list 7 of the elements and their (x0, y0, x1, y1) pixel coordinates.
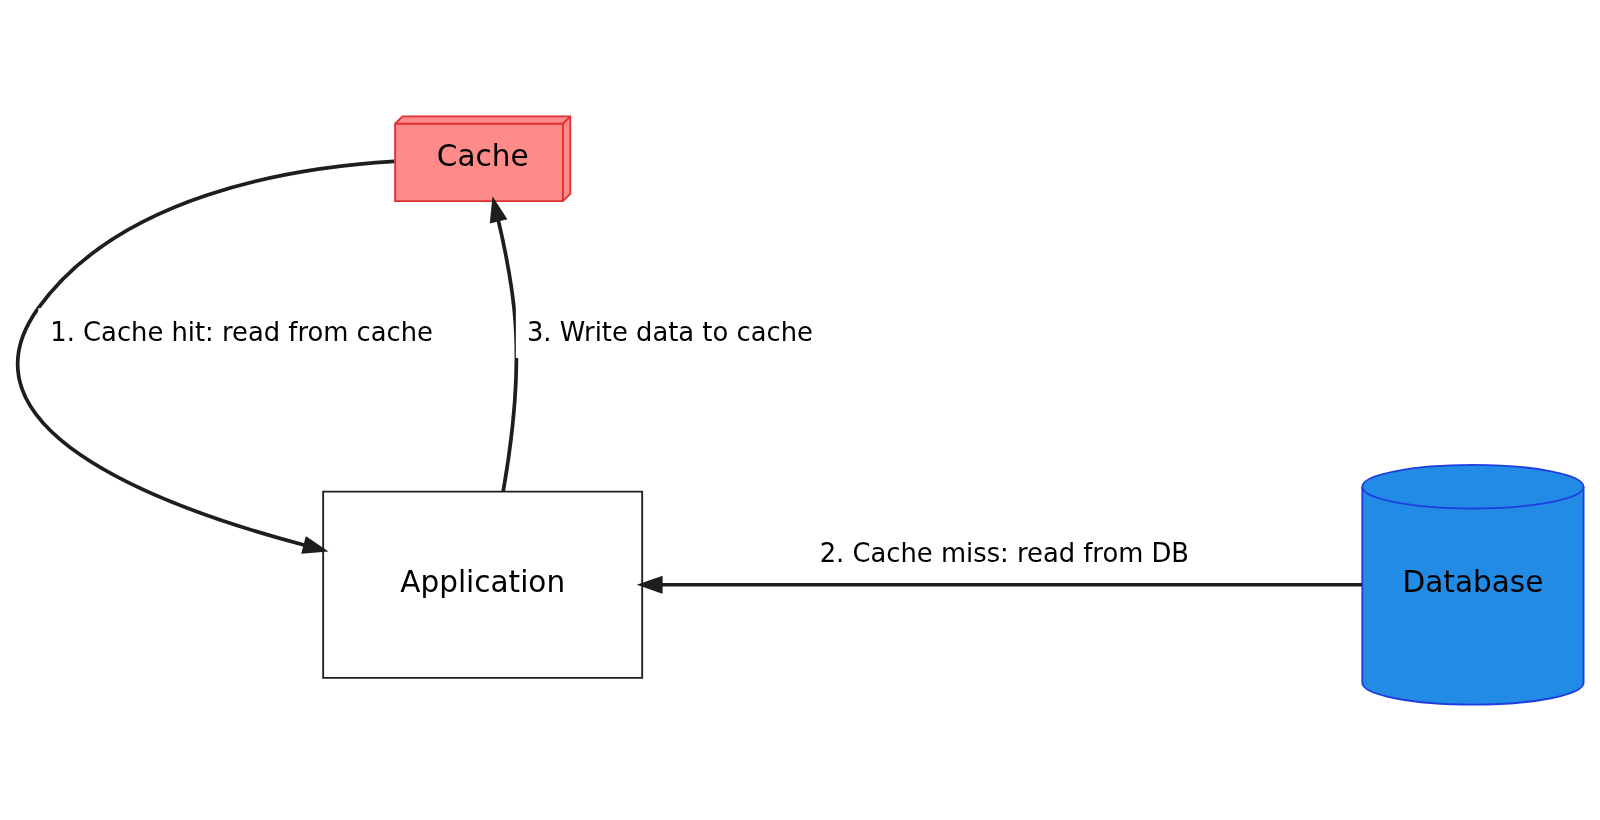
edge-label: 1. Cache hit: read from cache (50, 316, 433, 347)
arrow (636, 575, 1362, 594)
edge-label: 3. Write data to cache (526, 316, 813, 347)
edge-label: 2. Cache miss: read from DB (819, 537, 1190, 568)
node-box: Application (322, 490, 644, 679)
arrow (16, 159, 395, 554)
arrow (489, 195, 519, 492)
